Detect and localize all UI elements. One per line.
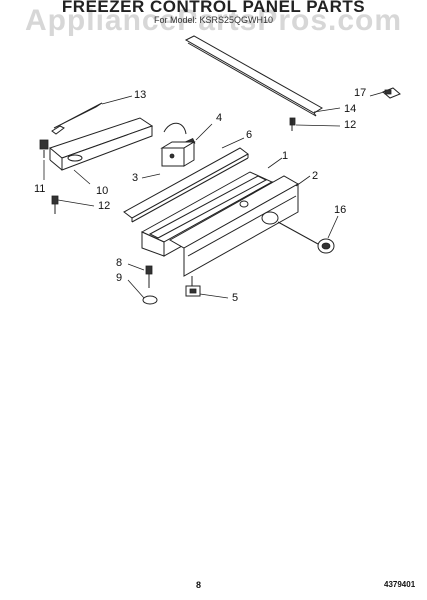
part-9-clip <box>142 295 158 305</box>
callout-9: 9 <box>116 272 123 284</box>
part-12-screw-left <box>51 195 59 214</box>
part-13-bar <box>51 102 103 135</box>
part-3-control <box>160 122 196 167</box>
part-8-screw <box>145 265 153 288</box>
callout-10: 10 <box>96 185 109 197</box>
part-5-connector <box>185 276 201 297</box>
watermark: AppliancePartsPros.com <box>24 4 403 37</box>
document-number: 4379401 <box>384 580 416 589</box>
callout-11: 11 <box>34 183 46 195</box>
part-16-knob <box>261 211 335 254</box>
part-6-strip <box>123 147 249 223</box>
leader-lines <box>43 91 385 299</box>
part-12-screw-right <box>289 117 296 131</box>
callout-2: 2 <box>312 170 319 182</box>
part-2-panel <box>168 175 300 277</box>
callout-3: 3 <box>132 172 139 184</box>
model-subtitle: For Model: KSRS25QGWH10 <box>153 15 274 25</box>
callout-8: 8 <box>116 257 123 269</box>
callout-1: 1 <box>282 150 289 162</box>
part-14-strip <box>184 35 323 117</box>
callout-16: 16 <box>334 204 347 216</box>
part-17-clip <box>382 87 401 99</box>
callout-12-left: 12 <box>98 200 111 212</box>
callout-4: 4 <box>216 112 223 124</box>
callout-6: 6 <box>246 129 253 141</box>
page-title: FREEZER CONTROL PANEL PARTS <box>61 0 366 16</box>
page-number: 8 <box>196 580 202 590</box>
part-10-bracket <box>48 117 154 171</box>
callout-13: 13 <box>134 89 147 101</box>
part-11-clip <box>39 139 49 158</box>
callout-14: 14 <box>344 103 357 115</box>
callout-5: 5 <box>232 292 239 304</box>
callout-17: 17 <box>354 87 367 99</box>
callout-12-right: 12 <box>344 119 357 131</box>
